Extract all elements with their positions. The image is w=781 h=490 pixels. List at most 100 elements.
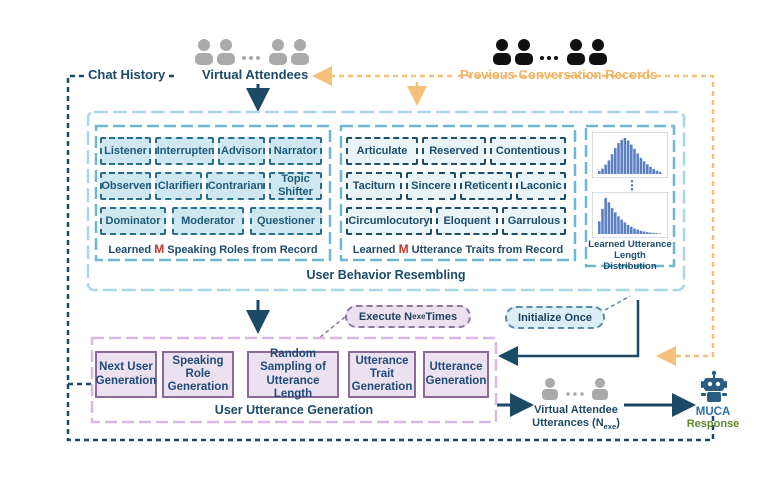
execute-callout-line xyxy=(317,316,346,340)
robot-icon xyxy=(701,370,727,402)
role-questioner: Questioner xyxy=(250,207,322,235)
histogram-bar xyxy=(614,148,617,174)
role-moderator: Moderator xyxy=(172,207,244,235)
histogram-bar xyxy=(620,139,623,174)
trait-reserved: Reserved xyxy=(422,137,486,165)
role-interrupter: Interrupter xyxy=(155,137,214,165)
histogram-bar xyxy=(646,164,649,174)
histogram-bar xyxy=(598,171,601,174)
histogram-bar xyxy=(642,161,646,174)
generation-title: User Utterance Generation xyxy=(214,403,374,417)
histogram-bar xyxy=(601,208,604,234)
histogram-bar xyxy=(636,229,639,234)
roles-frame xyxy=(94,124,332,262)
histogram-bar xyxy=(607,160,611,174)
utterances-label-line1: Virtual Attendee xyxy=(534,404,618,416)
resembling-title: User Behavior Resembling xyxy=(306,268,466,282)
traits-frame xyxy=(339,124,577,262)
histogram-bar xyxy=(652,232,655,234)
role-dominator: Dominator xyxy=(100,207,166,235)
histogram-bar xyxy=(639,157,643,174)
histogram-bar xyxy=(630,144,633,174)
histogram-bar xyxy=(610,154,614,174)
role-advisor: Advisor xyxy=(218,137,265,165)
trait-circumlocutory: Circumlocutory xyxy=(346,207,432,235)
trait-laconic: Laconic xyxy=(516,172,566,200)
histogram-bar xyxy=(623,138,627,174)
histogram-bar xyxy=(646,232,649,234)
trait-reticent: Reticent xyxy=(460,172,512,200)
histogram-bar xyxy=(610,208,614,234)
previous-records-icons xyxy=(493,39,607,65)
histogram-bar xyxy=(626,225,630,234)
histogram-bar xyxy=(658,171,662,174)
init-callout-line xyxy=(604,295,631,311)
histogram-bar xyxy=(658,233,662,234)
person-icon xyxy=(589,39,607,65)
trait-articulate: Articulate xyxy=(346,137,418,165)
histogram-bar xyxy=(639,230,643,234)
histogram-bar xyxy=(630,226,633,234)
virtual-attendees-icons xyxy=(195,39,309,65)
histogram-bar xyxy=(655,170,659,174)
initialize-once-path xyxy=(498,300,640,366)
trait-sincere: Sincere xyxy=(406,172,456,200)
person-icon xyxy=(291,39,309,65)
histogram-bar xyxy=(633,148,636,174)
trait-taciturn: Taciturn xyxy=(346,172,402,200)
person-icon xyxy=(217,39,235,65)
role-contrarian: Contrarian xyxy=(206,172,265,200)
person-icon xyxy=(592,378,608,400)
length-caption: Learned Utterance Length Distribution xyxy=(588,239,672,272)
histogram-bar xyxy=(623,222,627,234)
histogram-bar xyxy=(604,164,607,174)
step-utterance-trait-generation: Utterance Trait Generation xyxy=(348,351,416,398)
histogram-bar xyxy=(617,216,620,234)
histogram-bar xyxy=(598,221,601,234)
step-random-sampling: Random Sampling of Utterance Length xyxy=(247,348,339,400)
person-icon xyxy=(493,39,511,65)
chat-history-loop xyxy=(66,74,715,442)
records-feedback-line xyxy=(458,74,715,366)
chat-history-label: Chat History xyxy=(84,67,170,82)
histogram-bar xyxy=(617,143,620,174)
histogram-bar xyxy=(607,202,611,234)
virtual-attendees-label: Virtual Attendees xyxy=(202,67,309,82)
histogram-bar xyxy=(601,168,604,174)
step-utterance-generation: Utterance Generation xyxy=(423,351,489,398)
length-frame xyxy=(584,124,676,268)
person-icon xyxy=(542,378,558,400)
role-narrator: Narrator xyxy=(269,137,322,165)
trait-garrulous: Garrulous xyxy=(502,207,566,235)
muca-label: MUCA xyxy=(695,406,731,418)
person-icon xyxy=(269,39,287,65)
response-label: Response xyxy=(686,418,740,430)
resembling-frame xyxy=(86,110,686,292)
histogram-bar xyxy=(620,219,623,234)
histogram-bar xyxy=(652,168,655,174)
person-icon xyxy=(515,39,533,65)
histogram-bar xyxy=(636,153,639,174)
generation-frame xyxy=(90,336,498,424)
histogram-bar xyxy=(655,233,659,234)
person-icon xyxy=(195,39,213,65)
utterance-attendees-icons xyxy=(542,378,608,400)
role-clarifier: Clarifier xyxy=(155,172,202,200)
step-speaking-role-generation: Speaking Role Generation xyxy=(162,351,234,398)
trait-contentious: Contentious xyxy=(490,137,566,165)
histogram-bar xyxy=(614,212,617,234)
step-next-user-generation: Next User Generation xyxy=(95,351,157,398)
histogram-bar xyxy=(633,228,636,234)
initialize-once-callout: Initialize Once xyxy=(505,306,605,329)
role-observer: Observer xyxy=(100,172,151,200)
trait-eloquent: Eloquent xyxy=(436,207,498,235)
histogram-bar xyxy=(649,232,652,234)
length-histogram-bottom xyxy=(592,192,668,238)
role-listener: Listener xyxy=(100,137,151,165)
length-histogram-top xyxy=(592,132,668,178)
histogram-bar xyxy=(626,140,630,174)
previous-records-label: Previous Conversation Records xyxy=(460,67,658,82)
utterances-label-line2: Utterances (Nexe) xyxy=(532,417,620,432)
